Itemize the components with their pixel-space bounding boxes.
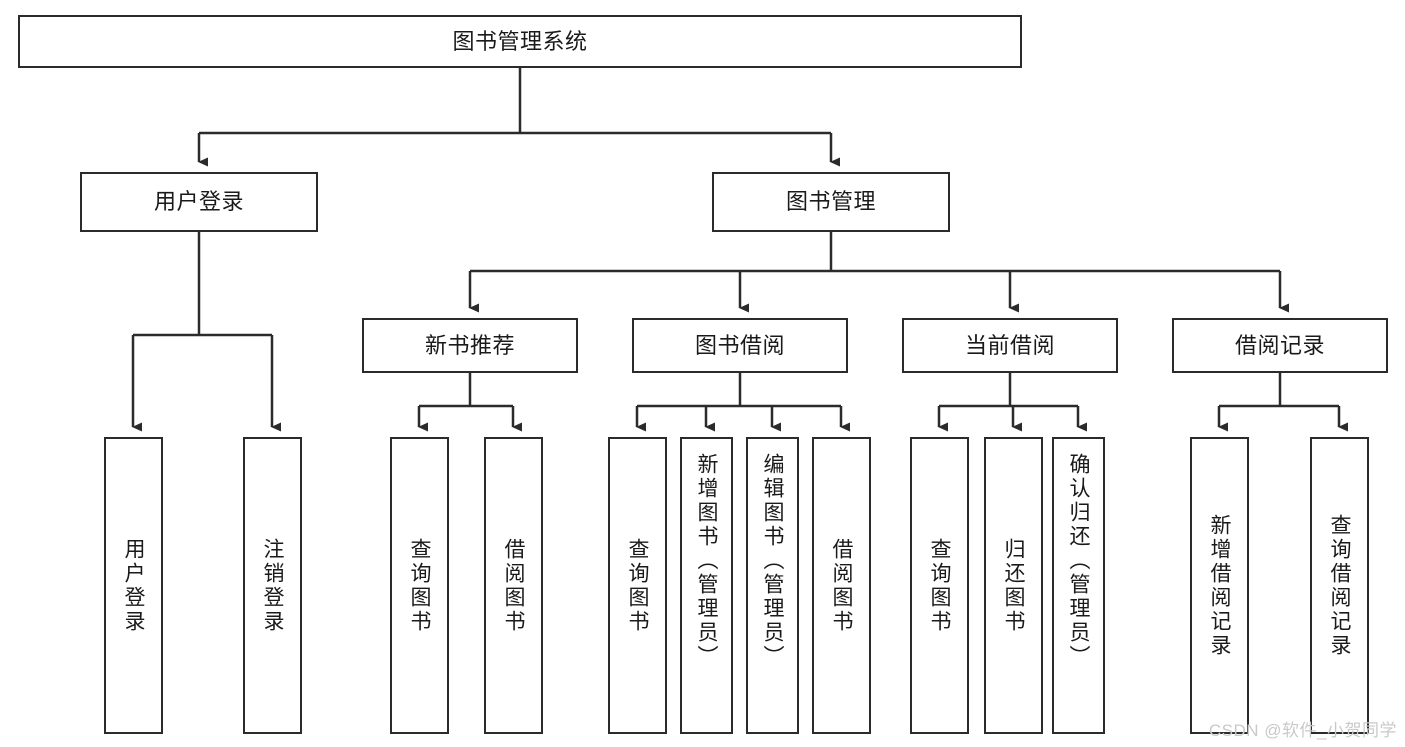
node-leaf-query-book-2[interactable]: 查询图书: [608, 437, 667, 734]
node-leaf-query-book-1-label: 查询图书: [408, 537, 431, 634]
node-leaf-confirm-return-admin[interactable]: 确认归还（管理员）: [1052, 437, 1105, 734]
node-leaf-query-book-3[interactable]: 查询图书: [910, 437, 969, 734]
node-borrow-record[interactable]: 借阅记录: [1172, 318, 1388, 373]
node-leaf-confirm-return-admin-label: 确认归还（管理员）: [1067, 453, 1090, 669]
node-leaf-borrow-book-1[interactable]: 借阅图书: [484, 437, 543, 734]
node-leaf-query-book-3-label: 查询图书: [928, 537, 951, 634]
node-root[interactable]: 图书管理系统: [18, 15, 1022, 68]
node-user-login[interactable]: 用户登录: [80, 172, 318, 232]
node-book-management-label: 图书管理: [785, 189, 876, 215]
node-leaf-add-borrow-record[interactable]: 新增借阅记录: [1190, 437, 1249, 734]
node-user-login-label: 用户登录: [153, 189, 244, 215]
node-leaf-add-book-admin-label: 新增图书（管理员）: [695, 453, 718, 669]
node-root-label: 图书管理系统: [452, 28, 588, 54]
node-leaf-query-book-1[interactable]: 查询图书: [390, 437, 449, 734]
node-book-management[interactable]: 图书管理: [712, 172, 950, 232]
node-book-borrow-label: 图书借阅: [694, 332, 785, 358]
node-borrow-record-label: 借阅记录: [1234, 332, 1325, 358]
node-book-borrow[interactable]: 图书借阅: [632, 318, 848, 373]
node-leaf-borrow-book-2-label: 借阅图书: [830, 537, 853, 634]
node-new-book-recommend-label: 新书推荐: [424, 332, 515, 358]
node-current-borrow[interactable]: 当前借阅: [902, 318, 1118, 373]
node-new-book-recommend[interactable]: 新书推荐: [362, 318, 578, 373]
node-leaf-user-login[interactable]: 用户登录: [104, 437, 163, 734]
node-current-borrow-label: 当前借阅: [964, 332, 1055, 358]
node-leaf-query-borrow-record-label: 查询借阅记录: [1328, 513, 1351, 658]
node-leaf-query-book-2-label: 查询图书: [626, 537, 649, 634]
node-leaf-add-book-admin[interactable]: 新增图书（管理员）: [680, 437, 733, 734]
node-leaf-edit-book-admin[interactable]: 编辑图书（管理员）: [746, 437, 799, 734]
node-leaf-user-login-label: 用户登录: [122, 537, 145, 634]
node-leaf-logout-login[interactable]: 注销登录: [243, 437, 302, 734]
node-leaf-return-book[interactable]: 归还图书: [984, 437, 1043, 734]
node-leaf-borrow-book-2[interactable]: 借阅图书: [812, 437, 871, 734]
node-leaf-return-book-label: 归还图书: [1002, 537, 1025, 634]
node-leaf-edit-book-admin-label: 编辑图书（管理员）: [761, 453, 784, 669]
node-leaf-logout-login-label: 注销登录: [261, 537, 284, 634]
node-leaf-borrow-book-1-label: 借阅图书: [502, 537, 525, 634]
node-leaf-add-borrow-record-label: 新增借阅记录: [1208, 513, 1231, 658]
node-leaf-query-borrow-record[interactable]: 查询借阅记录: [1310, 437, 1369, 734]
